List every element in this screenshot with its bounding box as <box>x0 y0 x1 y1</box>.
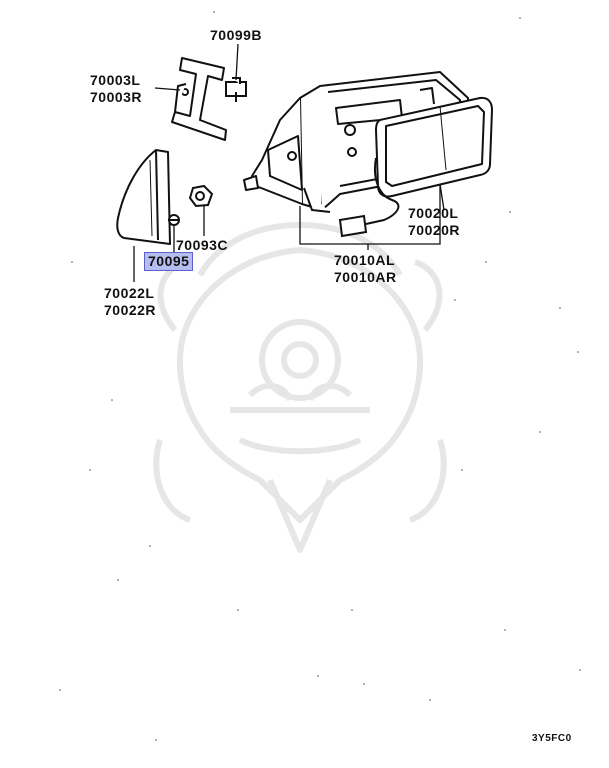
part-label-70095-highlighted[interactable]: 70095 <box>144 252 194 271</box>
part-label-70093c[interactable]: 70093C <box>176 237 229 253</box>
mirror-cover-part <box>116 149 171 245</box>
leader-lines <box>133 43 445 282</box>
part-label-70003r[interactable]: 70003R <box>90 89 143 105</box>
part-label-70020l[interactable]: 70020L <box>408 205 459 221</box>
diagram-code: 3Y5FC0 <box>532 733 572 744</box>
part-label-70099b[interactable]: 70099B <box>210 27 263 43</box>
bracket-part <box>171 57 227 141</box>
bolt-part <box>225 77 247 102</box>
scan-specks <box>59 11 581 741</box>
samurai-helmet-icon <box>153 222 447 553</box>
mirror-glass-part <box>375 96 493 198</box>
part-label-70003l[interactable]: 70003L <box>90 72 141 88</box>
clip-part <box>168 214 180 226</box>
part-label-70020r[interactable]: 70020R <box>408 222 461 238</box>
part-label-70010ar[interactable]: 70010AR <box>334 269 397 285</box>
wire-harness-part <box>338 157 400 238</box>
part-label-70010al[interactable]: 70010AL <box>334 252 396 268</box>
part-label-70022r[interactable]: 70022R <box>104 302 157 318</box>
part-label-70022l[interactable]: 70022L <box>104 285 155 301</box>
nut-part <box>188 184 214 208</box>
